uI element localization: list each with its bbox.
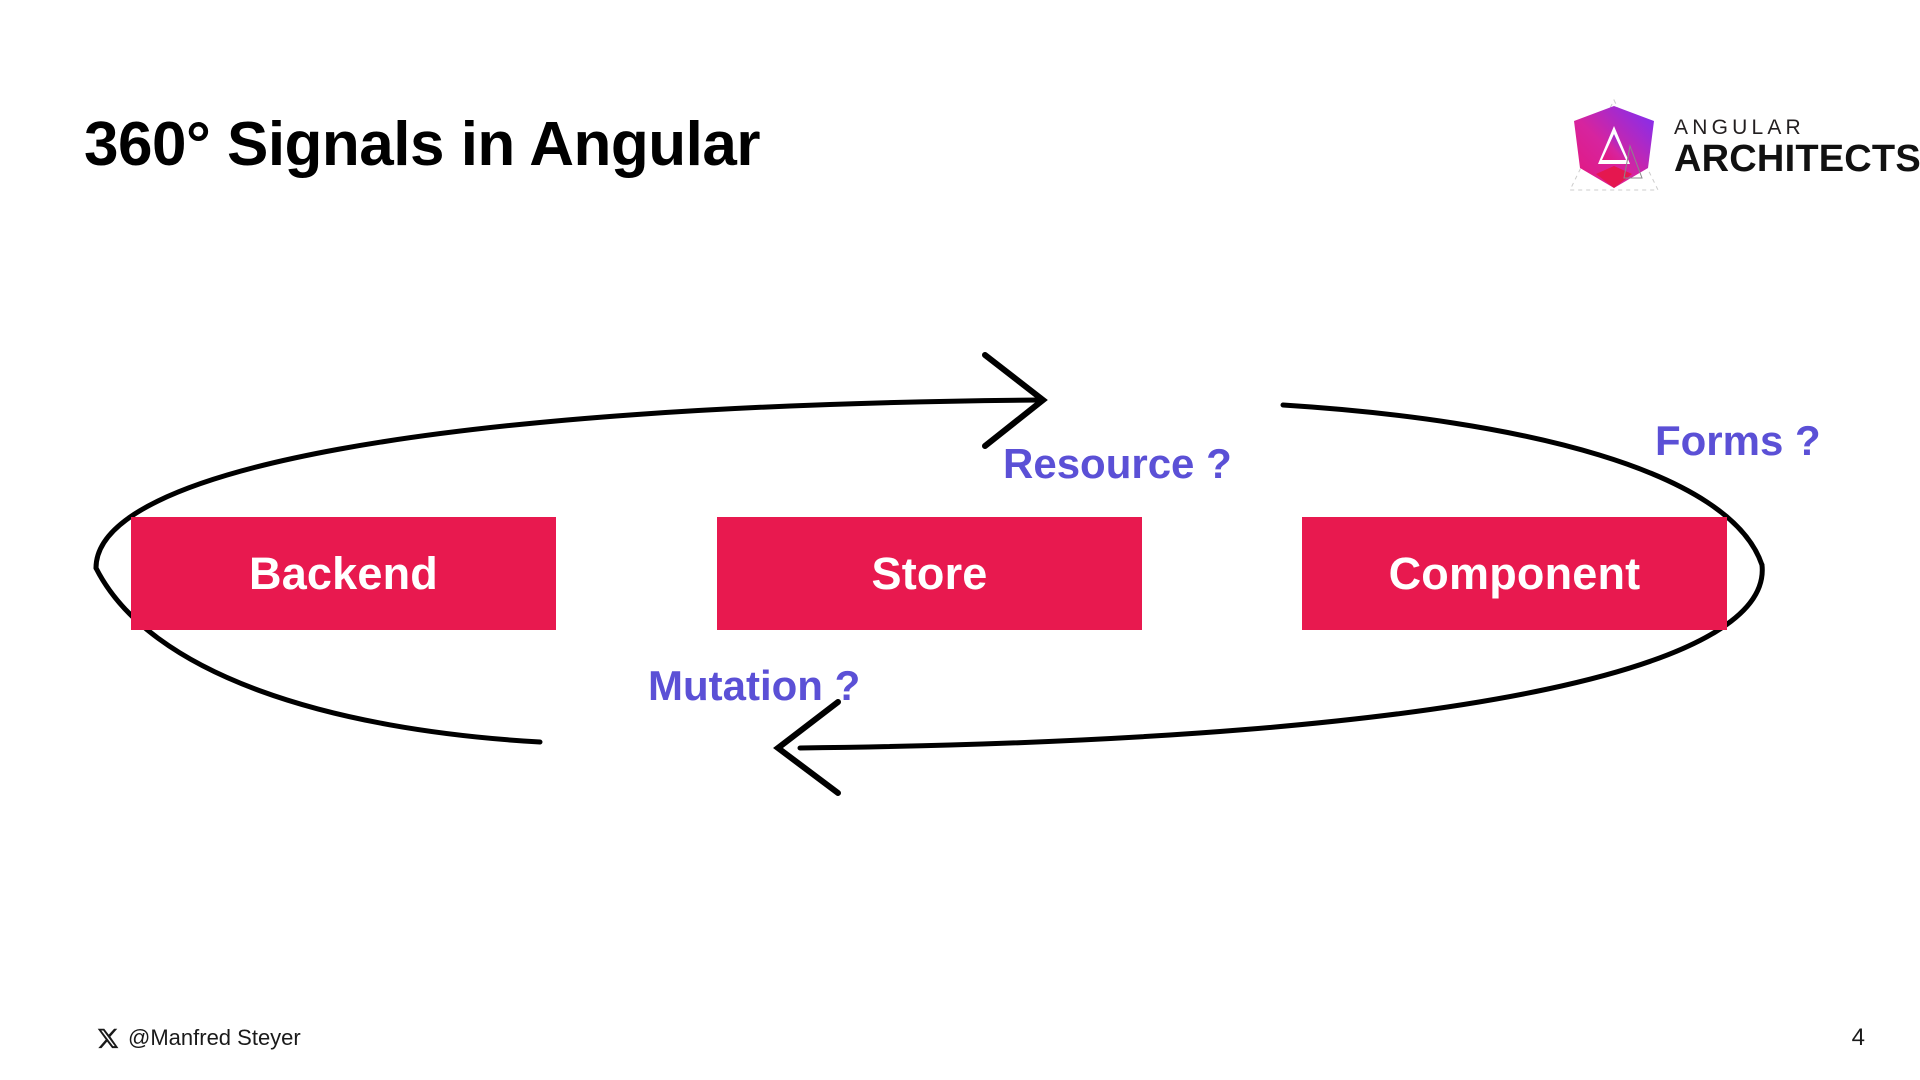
node-component-label: Component [1388,547,1641,599]
edge-label-resource: Resource ? [1003,440,1232,487]
node-backend[interactable]: Backend [131,517,556,630]
node-backend-label: Backend [249,547,438,599]
edge-label-mutation: Mutation ? [648,662,861,709]
angular-shield-icon [1568,96,1660,194]
page-number: 4 [1851,1024,1865,1051]
node-component[interactable]: Component [1302,517,1727,630]
logo-text-architects: ARCHITECTS [1674,137,1920,180]
arrowhead-right [982,352,1048,449]
arrowhead-left [773,699,841,796]
angular-architects-logo: ANGULAR ARCHITECTS [1568,95,1920,195]
logo-wordmark: ANGULAR ARCHITECTS [1674,112,1920,177]
x-twitter-icon [97,1028,119,1048]
footer-social-handle: @Manfred Steyer [96,1025,301,1051]
page-title: 360° Signals in Angular [84,110,760,179]
node-store[interactable]: Store [717,517,1142,630]
logo-text-angular: ANGULAR [1674,116,1805,140]
node-store-label: Store [871,547,988,599]
footer-handle-text: @Manfred Steyer [128,1025,301,1050]
edge-label-forms: Forms ? [1655,417,1821,464]
